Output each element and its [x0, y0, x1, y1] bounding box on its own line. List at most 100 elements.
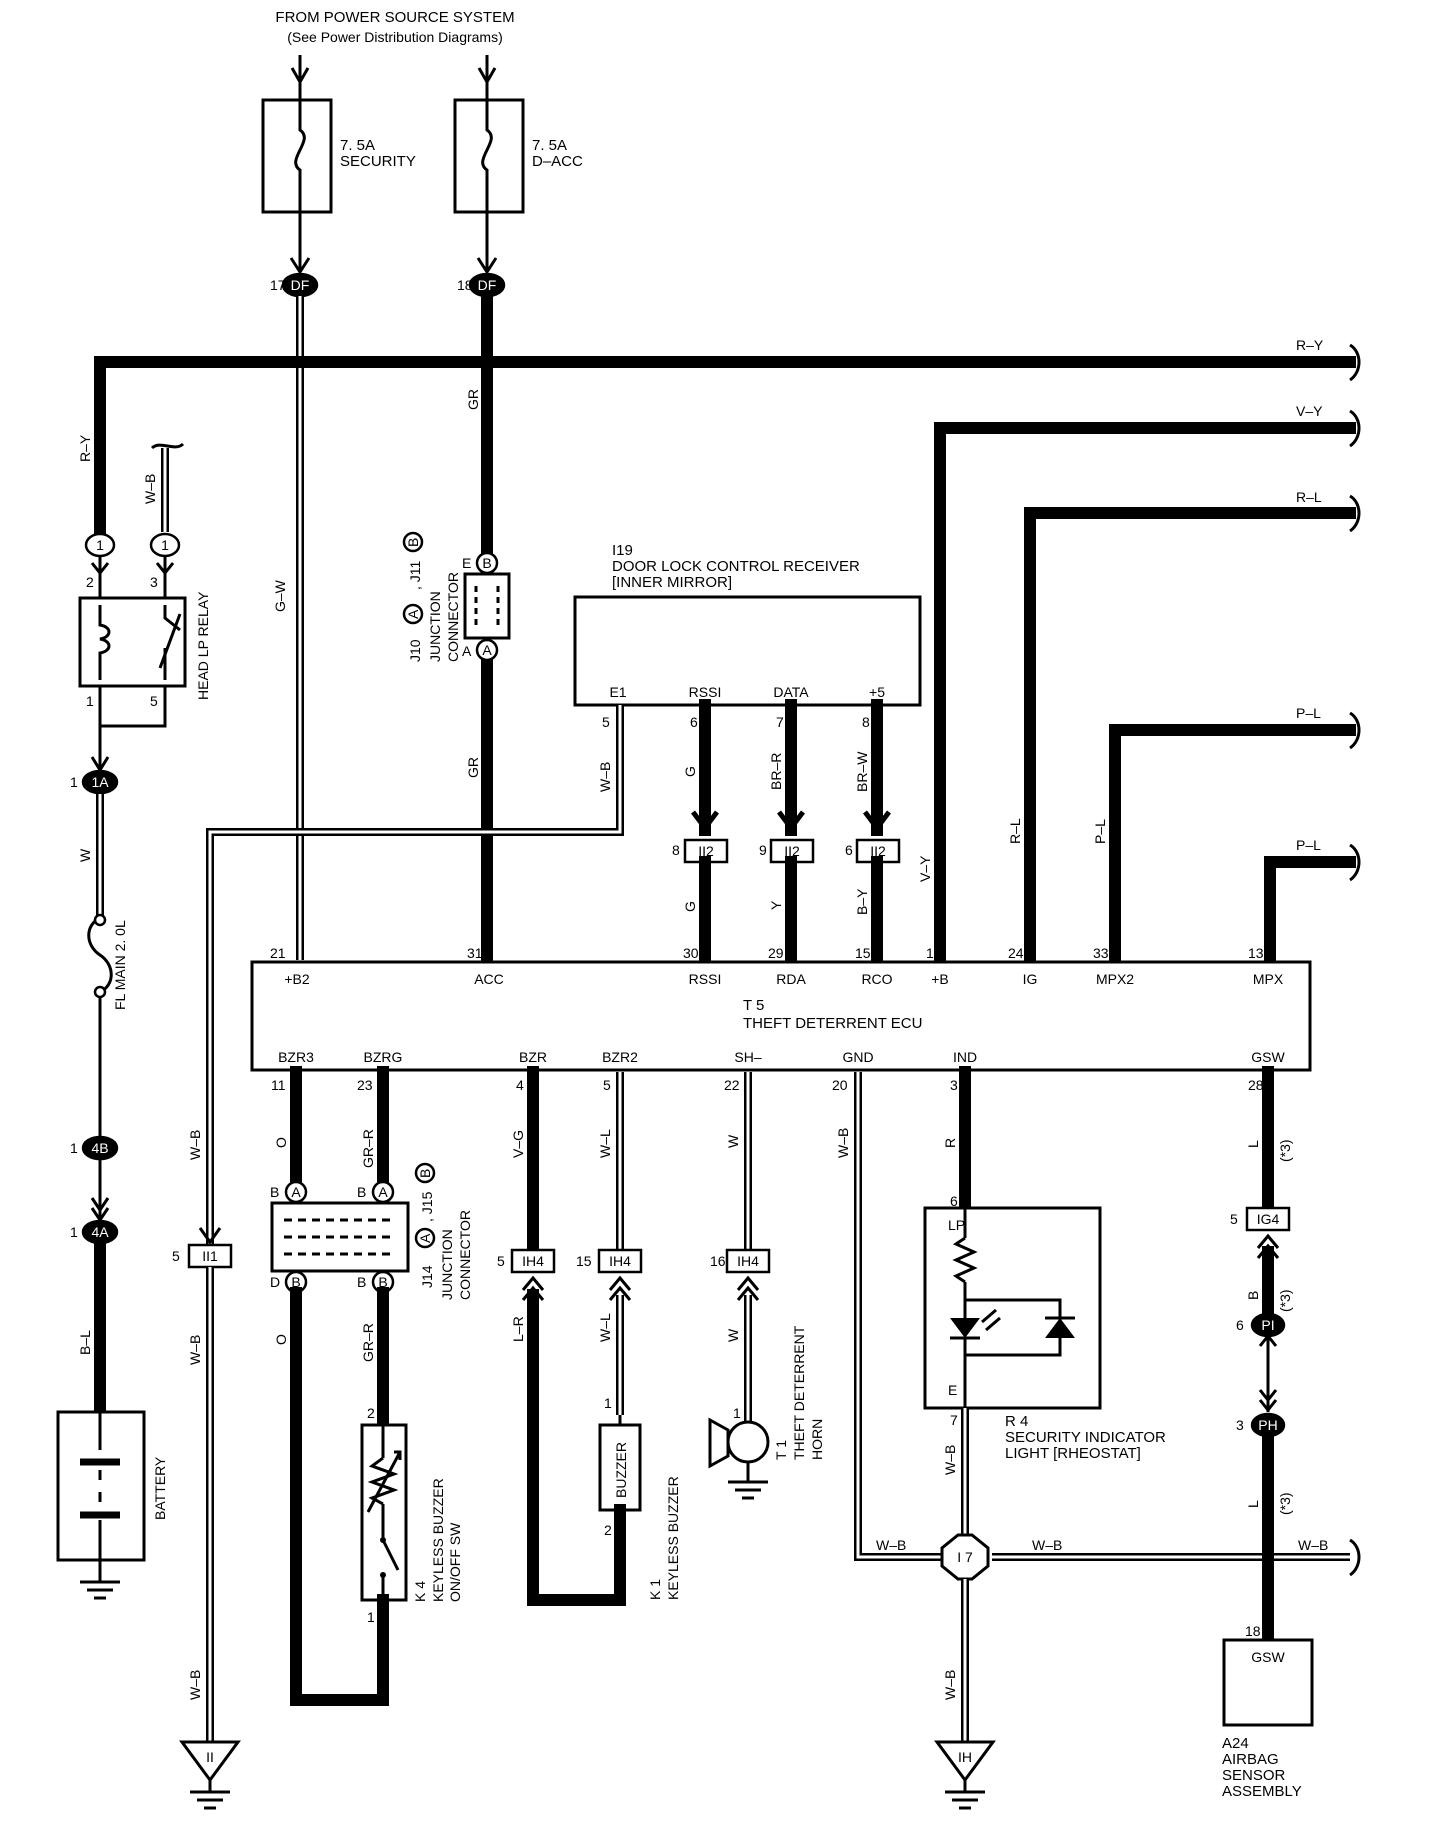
- ecu-pin-1: 1: [926, 945, 934, 961]
- wire-vy: V–Y V–Y: [917, 403, 1361, 966]
- ecu-label-bzr3: BZR3: [278, 1049, 314, 1065]
- conn-ii1: II1: [202, 1248, 218, 1264]
- relay-conn-1a: 1: [96, 537, 104, 553]
- a24-pin: 18: [1245, 1623, 1261, 1639]
- receiver-rssi-num: 6: [690, 714, 698, 730]
- ecu-id: T 5: [743, 997, 764, 1014]
- wire-vy-label: V–Y: [1296, 403, 1323, 419]
- wire-rind-label: R: [942, 1138, 958, 1148]
- k1-id: K 1: [647, 1579, 663, 1600]
- ecu-label-sh: SH–: [734, 1049, 761, 1065]
- k1-name: KEYLESS BUZZER: [665, 1476, 681, 1600]
- wire-o2-label: O: [273, 1334, 289, 1345]
- ground-ih: [934, 1740, 996, 1783]
- receiver-name: DOOR LOCK CONTROL RECEIVER: [612, 558, 860, 575]
- wire-wbh1-label: W–B: [876, 1537, 906, 1553]
- relay-pin-3: 3: [150, 574, 158, 590]
- ground-ii-label: II: [206, 1749, 214, 1765]
- k4-name-1: KEYLESS BUZZER: [430, 1478, 446, 1602]
- a24-id: A24: [1222, 1735, 1249, 1752]
- j15-circle-b: B: [417, 1169, 433, 1178]
- ii2-pin-9: 9: [759, 842, 767, 858]
- wire-brw-label: BR–W: [854, 751, 870, 792]
- k4-name-2: ON/OFF SW: [447, 1522, 463, 1602]
- df18-label: DF: [478, 277, 497, 293]
- fuse-security: 7. 5A SECURITY: [261, 98, 416, 214]
- connector-ii1-and-ground: 5 II1 W–B W–B II: [172, 1243, 241, 1810]
- ecu-pin-30: 30: [683, 945, 699, 961]
- ph-pin: 3: [1236, 1417, 1244, 1433]
- wire-wb-left2-label: W–B: [187, 1335, 203, 1365]
- head-lp-relay: [78, 596, 187, 688]
- ecu-label-rco: RCO: [861, 971, 892, 987]
- wire-ry-left-label: R–Y: [77, 434, 93, 462]
- k4-pin-2: 2: [367, 1405, 375, 1421]
- ecu-label-pb: +B: [931, 971, 949, 987]
- r4-pin-6: 6: [950, 1193, 958, 1209]
- wire-rl: R–L R–L: [1007, 489, 1361, 966]
- wire-whorn-label: W: [725, 1328, 741, 1342]
- wire-gr: GR GR: [465, 290, 493, 966]
- wire-star3c-label: (*3): [1277, 1492, 1293, 1515]
- r4-name-2: LIGHT [RHEOSTAT]: [1005, 1445, 1141, 1462]
- wire-bl-label: B–L: [77, 1330, 93, 1355]
- j15-pin-b: B: [270, 1184, 279, 1200]
- df18-pin: 18: [457, 277, 473, 293]
- ecu-pin-5: 5: [603, 1077, 611, 1093]
- fuse-dacc-amp: 7. 5A: [532, 137, 567, 154]
- a24-gsw: GSW: [1251, 1649, 1285, 1665]
- ecu-label-mpx2: MPX2: [1096, 971, 1134, 987]
- wire-pl-mpx: P–L: [1264, 837, 1361, 966]
- ground-ii: [179, 1740, 241, 1783]
- conn-1a-pin: 1: [70, 774, 78, 790]
- junction-i7: [940, 1533, 990, 1581]
- ecu-label-gsw: GSW: [1251, 1049, 1285, 1065]
- r4-id: R 4: [1005, 1413, 1028, 1430]
- t1-name-2: HORN: [809, 1419, 825, 1460]
- t1-id: T 1: [773, 1440, 789, 1460]
- j15-top-a1: A: [291, 1184, 301, 1200]
- wire-rl-label: R–L: [1296, 489, 1322, 505]
- conn-pi: PI: [1261, 1317, 1274, 1333]
- wire-5v: BR–W 6 II2 B–Y: [845, 699, 901, 966]
- j14-label: J14: [419, 1265, 435, 1288]
- relay-conn-1b: 1: [161, 537, 169, 553]
- ecu-pin-13: 13: [1248, 945, 1264, 961]
- ecu-pin-29: 29: [768, 945, 784, 961]
- ig4-pin: 5: [1230, 1211, 1238, 1227]
- wire-star3b-label: (*3): [1277, 1289, 1293, 1312]
- wire-gw: G–W: [272, 296, 304, 960]
- j-bot-a: A: [482, 642, 492, 658]
- k1-pin-2: 2: [604, 1522, 612, 1538]
- ecu-pin-33: 33: [1093, 945, 1109, 961]
- i7-label: I 7: [957, 1549, 973, 1565]
- ind-circuit: R 6 LP E 7 R 4 SECURITY INDICATOR LIGHT …: [923, 1066, 1166, 1810]
- j-top-b: B: [482, 555, 491, 571]
- wire-lgsw2-label: L: [1245, 1500, 1261, 1508]
- receiver-pin-5v: +5: [869, 684, 885, 700]
- t1-name-1: THEFT DETERRENT: [791, 1325, 807, 1460]
- wire-by-label: B–Y: [854, 888, 870, 915]
- power-input-arrows: [290, 55, 497, 100]
- k1-pin-1: 1: [604, 1395, 612, 1411]
- fuse-dacc: 7. 5A D–ACC: [453, 98, 583, 214]
- battery-label: BATTERY: [152, 1456, 168, 1520]
- r4-e: E: [948, 1382, 957, 1398]
- ecu-label-bzrg: BZRG: [364, 1049, 403, 1065]
- ecu-label-rda: RDA: [776, 971, 806, 987]
- j10-label: J10: [407, 639, 423, 662]
- wire-grr1-label: GR–R: [360, 1129, 376, 1168]
- j15-bot-b2: B: [378, 1274, 387, 1290]
- conn-4a-pin: 1: [70, 1224, 78, 1240]
- junction-mid-label-1: JUNCTION: [439, 1229, 455, 1300]
- ecu-pin-31: 31: [467, 945, 483, 961]
- ecu-pin-23: 23: [357, 1077, 373, 1093]
- receiver-data-num: 7: [776, 714, 784, 730]
- ii2-conn-a: II2: [698, 843, 714, 859]
- a24-name-3: ASSEMBLY: [1222, 1783, 1302, 1800]
- ih4-conn-a: IH4: [522, 1253, 544, 1269]
- r4-name-1: SECURITY INDICATOR: [1005, 1429, 1166, 1446]
- wire-wb-relay-label: W–B: [142, 474, 158, 504]
- ii2-conn-b: II2: [784, 843, 800, 859]
